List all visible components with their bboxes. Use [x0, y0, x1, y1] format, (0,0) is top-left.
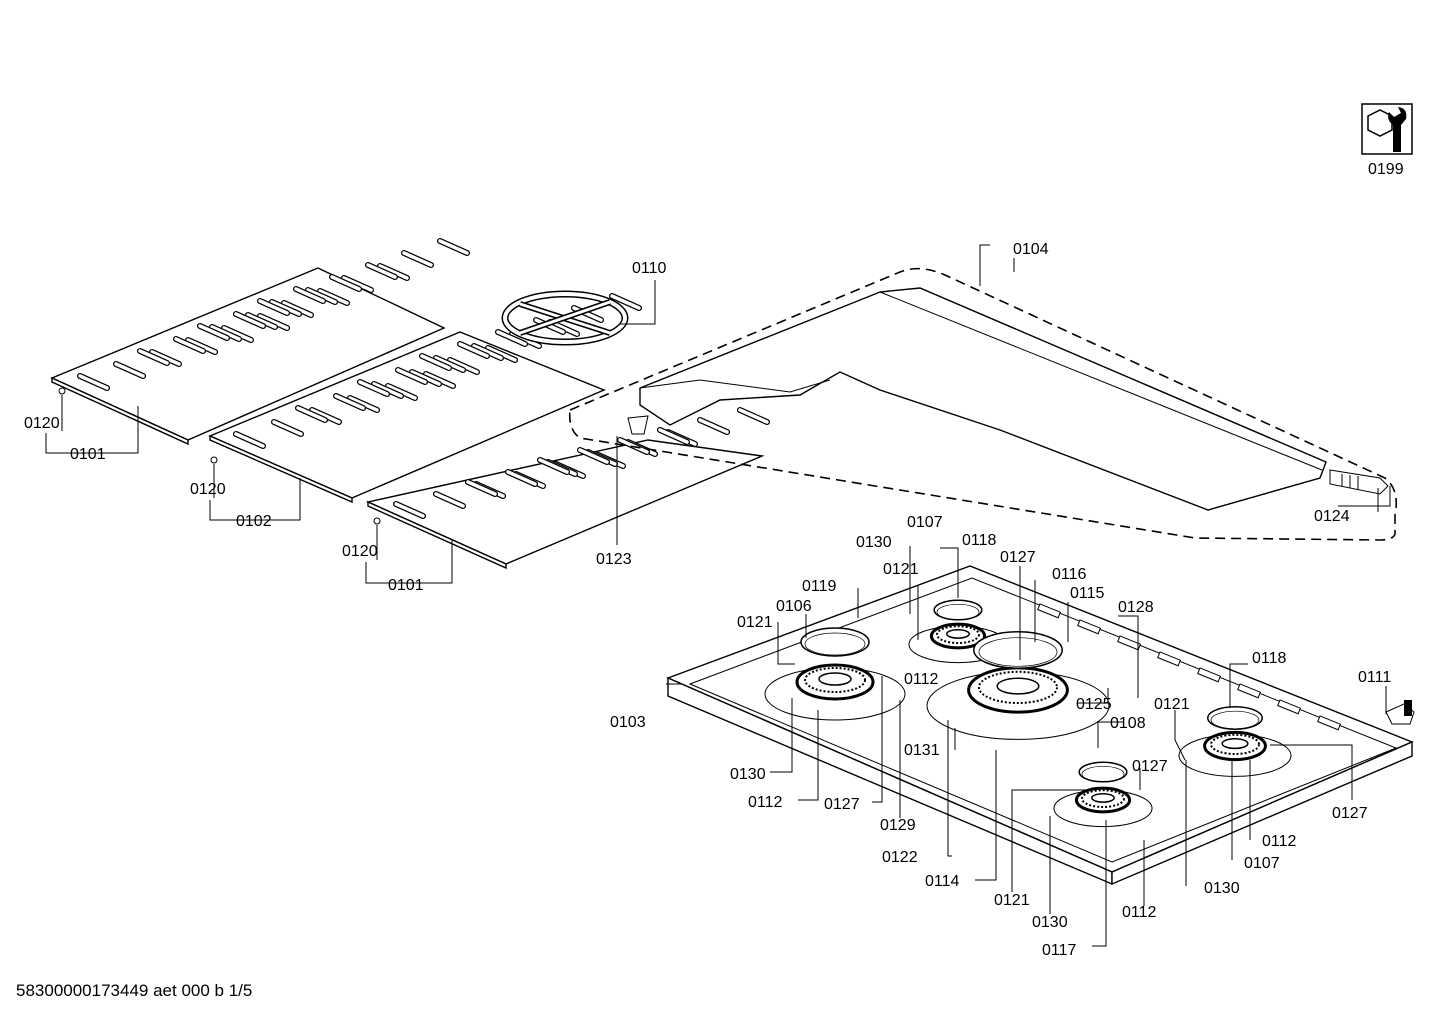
part-label-0116: 0116 [1052, 566, 1087, 583]
part-label-0119: 0119 [802, 578, 837, 595]
part-label-0107: 0107 [907, 514, 943, 531]
part-label-0102: 0102 [236, 513, 272, 530]
part-label-0118: 0118 [1252, 650, 1287, 667]
part-label-0117: 0117 [1042, 942, 1077, 959]
grate-left [50, 238, 470, 446]
burners [764, 599, 1292, 828]
lid-outline [568, 267, 1398, 541]
part-label-0120: 0120 [190, 481, 226, 498]
part-label-0124: 0124 [1314, 508, 1350, 525]
part-label-0131: 0131 [904, 742, 940, 759]
part-label-0125: 0125 [1076, 696, 1112, 713]
grate-center [208, 293, 642, 504]
part-label-0130: 0130 [1032, 914, 1068, 931]
document-id: 58300000173449 aet 000 b 1/5 [16, 981, 253, 1000]
part-label-0127: 0127 [1332, 805, 1368, 822]
part-label-0104: 0104 [1013, 241, 1049, 258]
part-label-0130: 0130 [1204, 880, 1240, 897]
part-label-0111: 0111 [1358, 669, 1391, 686]
part-label-0127: 0127 [824, 796, 860, 813]
part-label-0112: 0112 [904, 671, 939, 688]
part-label-0127: 0127 [1132, 758, 1168, 775]
part-label-0103: 0103 [610, 714, 646, 731]
part-label-0114: 0114 [925, 873, 960, 890]
part-label-0122: 0122 [882, 849, 918, 866]
burner [1178, 706, 1292, 777]
control-knob-part [1385, 700, 1415, 725]
part-label-0120: 0120 [342, 543, 378, 560]
part-label-0106: 0106 [776, 598, 812, 615]
part-label-0120: 0120 [24, 415, 60, 432]
part-label-0118: 0118 [962, 532, 997, 549]
burner [926, 631, 1110, 740]
part-label-0101: 0101 [388, 577, 424, 594]
part-label-0110: 0110 [632, 260, 667, 277]
part-label-0112: 0112 [1262, 833, 1297, 850]
part-label-0128: 0128 [1118, 599, 1154, 616]
part-label-0199: 0199 [1368, 161, 1404, 178]
burner [908, 599, 1008, 664]
part-label-0130: 0130 [730, 766, 766, 783]
grate-foot [58, 387, 381, 525]
lid-bumper [627, 415, 649, 435]
part-label-0115: 0115 [1070, 585, 1105, 602]
part-label-0127: 0127 [1000, 549, 1036, 566]
part-label-0123: 0123 [596, 551, 632, 568]
part-label-0130: 0130 [856, 534, 892, 551]
part-label-0121: 0121 [1154, 696, 1190, 713]
wok-ring [501, 290, 629, 346]
part-label-0107: 0107 [1244, 855, 1280, 872]
part-label-0129: 0129 [880, 817, 916, 834]
part-label-0121: 0121 [994, 892, 1030, 909]
burner [764, 627, 906, 721]
part-label-0112: 0112 [748, 794, 783, 811]
lid-hinge [1329, 469, 1389, 495]
glass-lid [639, 287, 1327, 511]
part-labels: 0104 0110 0120 0101 0120 0102 0120 0101 … [24, 241, 1391, 959]
part-label-0121: 0121 [883, 561, 919, 578]
part-label-0121: 0121 [737, 614, 773, 631]
part-label-0101: 0101 [70, 446, 106, 463]
part-label-0112: 0112 [1122, 904, 1157, 921]
wrench-nut-icon [1361, 103, 1413, 155]
part-label-0108: 0108 [1110, 715, 1146, 732]
burner [1053, 761, 1153, 828]
leader-lines [45, 244, 1391, 947]
